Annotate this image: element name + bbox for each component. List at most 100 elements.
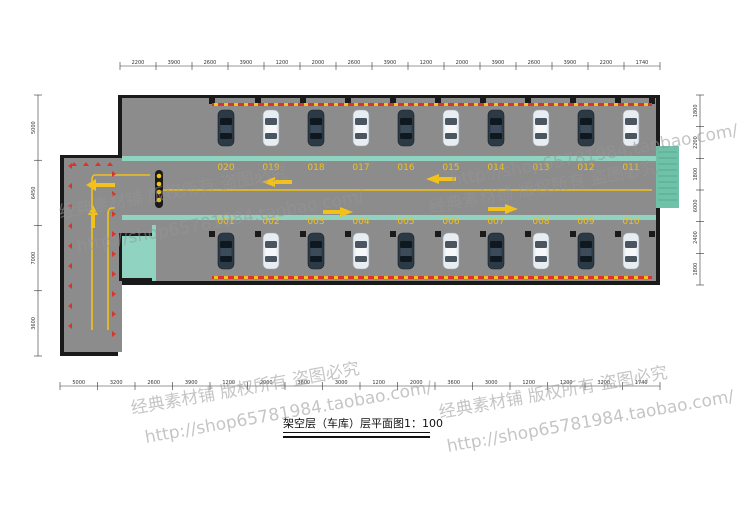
bollard-icon <box>155 170 163 208</box>
ramp-marker <box>112 171 116 177</box>
bottom-dimension-label: 3600 <box>297 380 310 386</box>
stop-dash <box>354 103 358 106</box>
top-dimension-label: 2600 <box>204 60 217 66</box>
bottom-dimension-label: 1740 <box>635 380 648 386</box>
stop-dash <box>434 276 438 279</box>
stop-dash <box>494 276 498 279</box>
stop-dash <box>394 103 398 106</box>
ramp-marker <box>112 251 116 257</box>
parking-spot-number: 009 <box>577 217 594 227</box>
car-icon <box>397 232 415 270</box>
column <box>255 98 261 104</box>
bottom-dimension-label: 2000 <box>410 380 423 386</box>
bottom-dimension-label: 3900 <box>185 380 198 386</box>
column <box>390 98 396 104</box>
column <box>480 98 486 104</box>
car-icon <box>217 109 235 147</box>
stop-dash <box>614 103 618 106</box>
stop-dash <box>554 103 558 106</box>
parking-spot-number: 003 <box>307 217 324 227</box>
ramp-marker <box>68 323 72 329</box>
car-icon <box>442 232 460 270</box>
stop-dash <box>254 103 258 106</box>
car-icon <box>622 232 640 270</box>
stop-dash <box>404 276 408 279</box>
column <box>209 98 215 104</box>
stop-dash <box>284 276 288 279</box>
stop-dash <box>604 103 608 106</box>
stop-dash <box>624 103 628 106</box>
stop-dash <box>444 103 448 106</box>
stop-dash <box>274 276 278 279</box>
stop-dash <box>264 276 268 279</box>
stop-dash <box>424 103 428 106</box>
stop-dash <box>414 276 418 279</box>
stop-dash <box>504 103 508 106</box>
parking-spot-number: 017 <box>352 163 369 173</box>
car-icon <box>352 109 370 147</box>
parking-spot-number: 008 <box>532 217 549 227</box>
stop-dash <box>304 103 308 106</box>
stop-dash <box>244 276 248 279</box>
stop-dash <box>484 103 488 106</box>
top-dimension-label: 2000 <box>312 60 325 66</box>
stop-dash <box>234 276 238 279</box>
parking-spot-number: 006 <box>442 217 459 227</box>
ramp-marker <box>112 331 116 337</box>
column <box>435 98 441 104</box>
column <box>255 231 261 237</box>
stop-dash <box>284 103 288 106</box>
parking-spot-number: 012 <box>577 163 594 173</box>
garage-structure <box>60 95 679 356</box>
stop-dash <box>524 276 528 279</box>
ramp-marker <box>68 243 72 249</box>
stop-dash <box>634 276 638 279</box>
bottom-dimension-label: 1200 <box>560 380 573 386</box>
stop-dash <box>604 276 608 279</box>
column <box>570 98 576 104</box>
car-icon <box>532 232 550 270</box>
car-icon <box>307 232 325 270</box>
ramp-marker <box>112 311 116 317</box>
stop-dash <box>214 103 218 106</box>
car-icon <box>217 232 235 270</box>
bottom-dimension-label: 1200 <box>372 380 385 386</box>
bottom-dimension-label: 3000 <box>335 380 348 386</box>
car-icon <box>397 109 415 147</box>
stop-dash <box>314 276 318 279</box>
parking-spot-number: 011 <box>622 163 639 173</box>
ramp-marker <box>83 162 89 166</box>
stop-dash <box>524 103 528 106</box>
bottom-dimension-label: 3200 <box>110 380 123 386</box>
right-dimension-label: 1800 <box>693 104 699 117</box>
bottom-dimension-label: 5000 <box>72 380 85 386</box>
column <box>615 98 621 104</box>
stop-dash <box>364 103 368 106</box>
stop-dash <box>414 103 418 106</box>
parking-spot-number: 005 <box>397 217 414 227</box>
stop-dash <box>304 276 308 279</box>
column <box>390 231 396 237</box>
parking-spot-number: 020 <box>217 163 234 173</box>
ramp-marker <box>68 303 72 309</box>
ramp-marker <box>112 291 116 297</box>
stop-lines <box>212 103 652 279</box>
stop-dash <box>454 276 458 279</box>
column <box>300 231 306 237</box>
bottom-dimension-label: 1200 <box>522 380 535 386</box>
column <box>435 231 441 237</box>
top-dimension-label: 2000 <box>456 60 469 66</box>
stop-dash <box>584 276 588 279</box>
column <box>649 231 655 237</box>
stop-dash <box>444 276 448 279</box>
stop-dash <box>464 276 468 279</box>
parking-spot-number: 018 <box>307 163 324 173</box>
top-dimension-label: 3900 <box>168 60 181 66</box>
stop-dash <box>454 103 458 106</box>
stop-dash <box>514 103 518 106</box>
stop-dash <box>614 276 618 279</box>
